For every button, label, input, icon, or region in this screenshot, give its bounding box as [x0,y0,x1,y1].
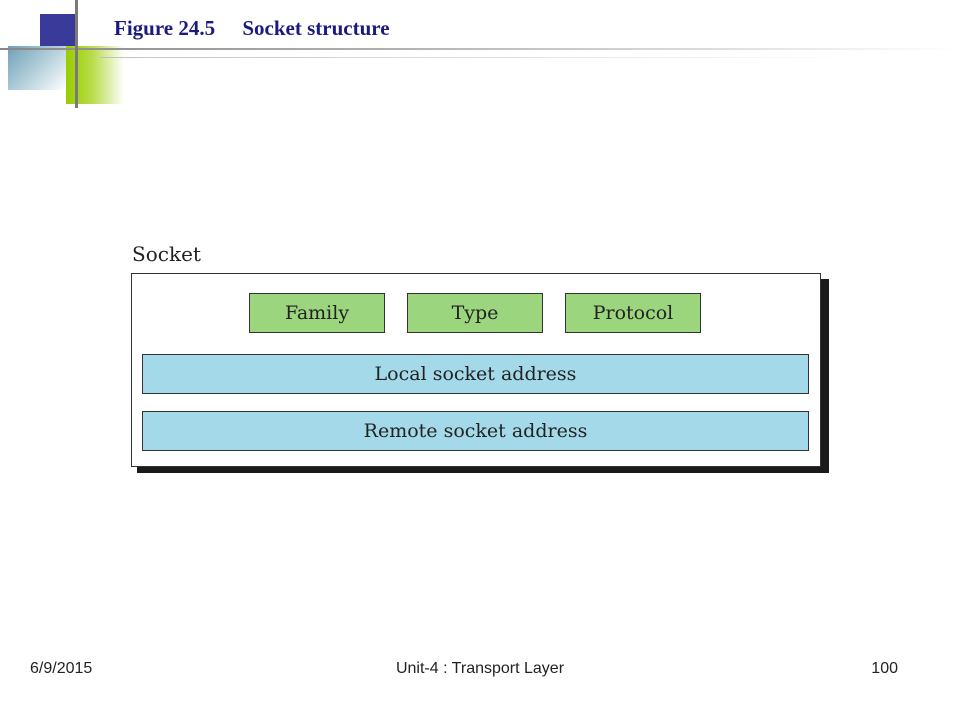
header-vertical-rule [75,0,78,108]
type-field: Type [407,293,543,333]
footer-page-number: 100 [871,660,898,677]
figure-title: Socket structure [242,16,390,40]
socket-label: Socket [132,242,201,266]
footer-unit-title: Unit-4 : Transport Layer [395,660,565,677]
decorative-square-teal [8,46,66,90]
local-socket-address-field: Local socket address [142,354,809,394]
footer-date: 6/9/2015 [30,660,93,677]
protocol-field: Protocol [565,293,701,333]
header-rule [0,48,960,50]
slide-title: Figure 24.5 Socket structure [114,16,390,41]
remote-socket-address-field: Remote socket address [142,411,809,451]
figure-number: Figure 24.5 [114,16,216,40]
family-field: Family [249,293,385,333]
header-rule-light [100,57,860,58]
